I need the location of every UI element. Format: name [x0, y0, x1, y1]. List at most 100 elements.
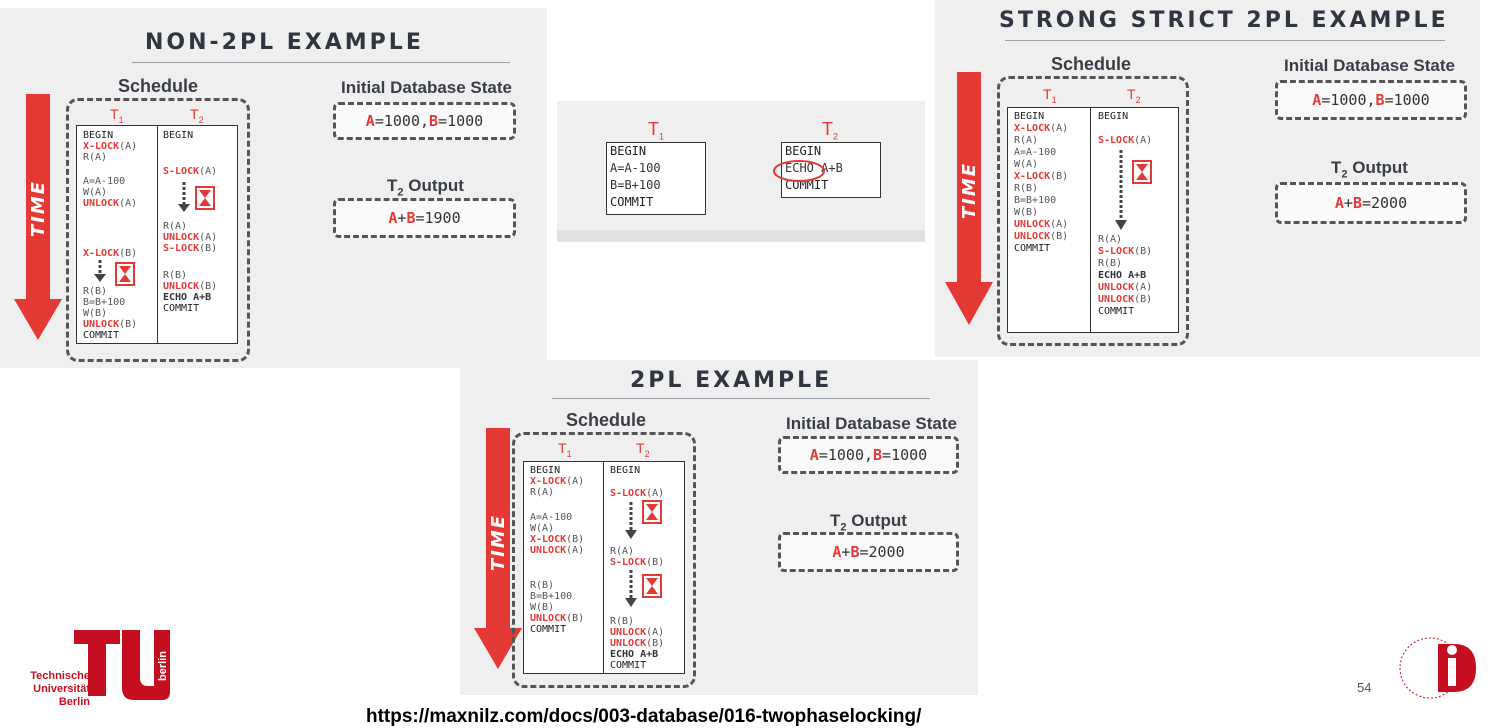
op: B=B+100	[83, 297, 126, 308]
op: BEGIN	[1014, 111, 1045, 122]
op: A=A-100	[530, 512, 573, 523]
output-box: A+B=1900	[333, 198, 516, 238]
bottom-band	[557, 230, 925, 242]
op: W(B)	[83, 308, 108, 319]
op: W(A)	[83, 187, 108, 198]
t2-header: T2	[822, 119, 839, 142]
output-heading: T2 Output	[830, 511, 907, 534]
op: X-LOCK(B)	[1014, 171, 1069, 182]
op: X-LOCK(B)	[530, 534, 585, 545]
op: ECHO A+B	[163, 292, 212, 303]
t1-box: BEGIN A=A-100 B=B+100 COMMIT	[606, 142, 706, 215]
op: COMMIT	[163, 303, 200, 314]
op: ECHO A+B	[1098, 270, 1147, 281]
op: BEGIN	[83, 130, 114, 141]
page-number: 54	[1357, 680, 1372, 695]
op: BEGIN	[163, 130, 194, 141]
hourglass-icon	[1132, 160, 1152, 184]
op: UNLOCK(B)	[1098, 294, 1153, 305]
op: A=A-100	[83, 176, 126, 187]
op: R(A)	[1014, 135, 1039, 146]
line: COMMIT	[610, 195, 654, 209]
initial-state-heading: Initial Database State	[1284, 56, 1456, 75]
schedule-heading: Schedule	[1051, 54, 1132, 74]
output-box: A+B=2000	[1275, 182, 1467, 224]
t1-header: T1	[648, 119, 665, 142]
dbs-logo	[1399, 637, 1476, 699]
strict-title: STRONG STRICT 2PL EXAMPLE	[999, 8, 1449, 33]
op: COMMIT	[610, 660, 647, 671]
initial-state-heading: Initial Database State	[341, 78, 513, 97]
op: UNLOCK(A)	[610, 627, 665, 638]
t1-header: T1	[110, 106, 124, 125]
op: W(A)	[1014, 159, 1039, 170]
op: W(B)	[1014, 207, 1039, 218]
t2-header: T2	[1127, 86, 1141, 105]
wait-arrow	[1115, 150, 1127, 230]
time-label: TIME	[28, 179, 50, 238]
time-label: TIME	[488, 513, 510, 572]
line: BEGIN	[610, 144, 647, 158]
hourglass-icon	[642, 500, 662, 524]
schedule-box	[512, 432, 696, 688]
op: UNLOCK(B)	[530, 613, 585, 624]
op: R(A)	[1098, 234, 1123, 245]
op: UNLOCK(B)	[1014, 231, 1069, 242]
op: BEGIN	[1098, 111, 1129, 122]
hourglass-icon	[642, 574, 662, 598]
initial-state-box: A=1000, B=1000	[778, 436, 959, 474]
op: A=A-100	[1014, 147, 1057, 158]
highlight-circle	[773, 160, 825, 182]
op: R(A)	[610, 546, 635, 557]
initial-state-heading: Initial Database State	[786, 414, 958, 433]
op: COMMIT	[83, 330, 120, 341]
op: S-LOCK(B)	[163, 243, 218, 254]
t2-header: T2	[636, 440, 650, 459]
schedule-heading: Schedule	[566, 410, 647, 430]
schedule-box	[997, 76, 1189, 346]
op: W(B)	[530, 602, 555, 613]
title-rule	[552, 398, 930, 399]
wait-arrow	[625, 502, 637, 539]
initial-state-box: A=1000, B=1000	[333, 102, 516, 140]
output-heading: T2 Output	[1331, 158, 1408, 181]
wait-arrow	[94, 260, 106, 282]
op: S-LOCK(A)	[610, 488, 665, 499]
op: X-LOCK(A)	[530, 476, 585, 487]
op: BEGIN	[530, 465, 561, 476]
op: COMMIT	[1098, 306, 1135, 317]
op: X-LOCK(A)	[83, 141, 138, 152]
op: UNLOCK(B)	[83, 319, 138, 330]
hourglass-icon	[195, 186, 215, 210]
source-url[interactable]: https://maxnilz.com/docs/003-database/01…	[366, 706, 922, 727]
tu-berlin-logo	[74, 630, 170, 700]
wait-arrow	[178, 182, 190, 212]
time-arrow	[474, 428, 522, 669]
line: ECHO A+B	[785, 161, 843, 175]
output-heading: T2 Output	[387, 176, 464, 199]
line: A=A-100	[610, 161, 661, 175]
twopl-title: 2PL EXAMPLE	[630, 368, 833, 393]
non2pl-title: NON-2PL EXAMPLE	[145, 30, 424, 55]
time-arrow	[945, 72, 993, 325]
op: UNLOCK(A)	[163, 232, 218, 243]
op: R(B)	[163, 270, 188, 281]
op: X-LOCK(B)	[83, 248, 138, 259]
non2pl-panel: NON-2PL EXAMPLE TIME Schedule T1 T2 BEGI…	[0, 8, 547, 368]
schedule-grid: BEGIN X-LOCK(A) R(A) A=A-100 W(A) X-LOCK…	[523, 461, 685, 674]
op: UNLOCK(A)	[1014, 219, 1069, 230]
line: BEGIN	[785, 144, 822, 158]
op: R(B)	[1098, 258, 1123, 269]
schedule-grid: BEGIN X-LOCK(A) R(A) A=A-100 W(A) X-LOCK…	[1007, 107, 1179, 333]
op: UNLOCK(B)	[163, 281, 218, 292]
wait-arrow	[625, 570, 637, 607]
op: W(A)	[530, 523, 555, 534]
op: R(B)	[83, 286, 108, 297]
op: S-LOCK(B)	[1098, 246, 1153, 257]
tu-berlin-label: berlin	[156, 651, 169, 681]
t1-header: T1	[558, 440, 572, 459]
echo-panel: T1 T2 BEGIN A=A-100 B=B+100 COMMIT BEGIN…	[557, 101, 925, 242]
hourglass-icon	[115, 262, 135, 286]
schedule-box	[66, 98, 250, 362]
op: COMMIT	[1014, 243, 1051, 254]
